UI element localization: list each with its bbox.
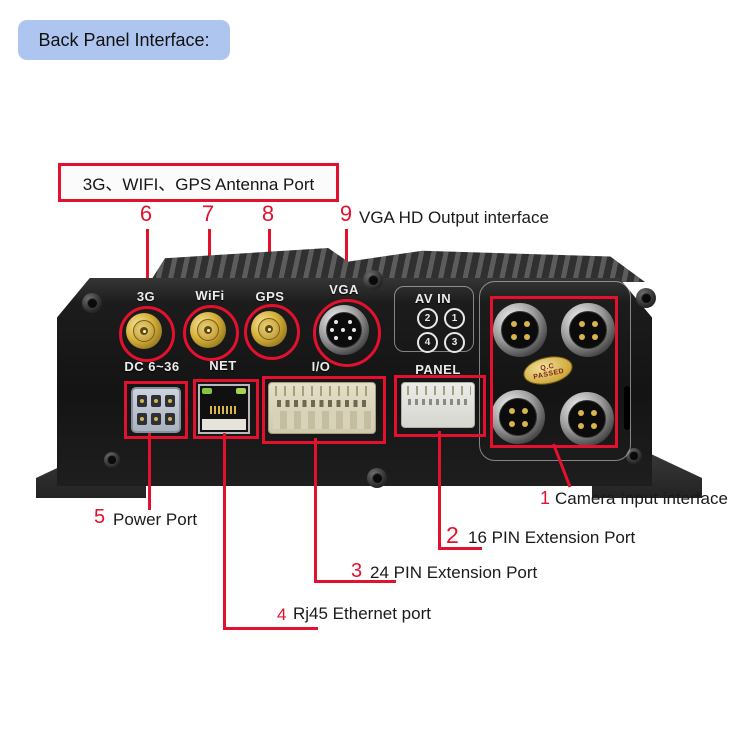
callout-number-6: 6 (139, 201, 153, 226)
vent-slot (624, 386, 630, 430)
extension16-callout-label: 16 PIN Extension Port (468, 528, 636, 547)
bracket-screw-left (104, 452, 120, 468)
callout-rect-io (262, 376, 386, 444)
av-in-channel-2: 2 (417, 308, 438, 329)
av-in-channel-4: 4 (417, 332, 438, 353)
callout-line-6 (146, 229, 149, 317)
rj45-lip (202, 419, 246, 430)
io-connector (268, 382, 376, 434)
callout-elbow-2 (438, 547, 482, 550)
panel-teeth (407, 386, 471, 395)
camera-pin (592, 321, 598, 327)
callout-number-1: 1 (540, 488, 551, 508)
io-ribs (273, 411, 373, 429)
camera-pin (578, 423, 584, 429)
panel-slots (408, 399, 470, 405)
callout-rect-net (193, 379, 259, 439)
ethernet-callout-label: Rj45 Ethernet port (293, 604, 431, 623)
camera-pin (591, 423, 597, 429)
label-av-in: AV IN (414, 291, 452, 306)
camera-pin (592, 334, 598, 340)
label-vga: VGA (329, 282, 359, 297)
power-connector (131, 387, 181, 433)
camera-connector-1 (493, 303, 547, 357)
camera-pin (579, 321, 585, 327)
callout-circle-vga (313, 299, 381, 367)
callout-rect-camera (490, 296, 618, 448)
callout-circle-3g (119, 306, 175, 362)
callout-number-8: 8 (261, 201, 275, 226)
label-net: NET (209, 358, 237, 373)
dc-pin-hole (165, 395, 175, 407)
io-teeth (275, 386, 371, 396)
camera-connector-4 (560, 392, 614, 446)
bracket-screw-right (626, 448, 642, 464)
callout-number-4: 4 (277, 605, 287, 624)
panel-screw-bottom-middle (367, 468, 387, 488)
label-gps: GPS (255, 289, 285, 304)
io-slots (277, 400, 369, 407)
callout-elbow-4 (223, 627, 318, 630)
antenna-port-callout-box: 3G、WIFI、GPS Antenna Port (58, 163, 339, 202)
page-title: Back Panel Interface: (38, 29, 210, 50)
callout-rect-panel (394, 375, 486, 437)
callout-number-9: 9 (339, 201, 353, 226)
camera-pin (511, 334, 517, 340)
callout-number-3: 3 (351, 560, 363, 582)
panel-screw-top-middle (363, 270, 383, 290)
dc-pin-hole (137, 413, 147, 425)
camera-pin (578, 410, 584, 416)
camera-pin (579, 334, 585, 340)
page-title-badge: Back Panel Interface: (18, 20, 230, 60)
camera-connector-2 (561, 303, 615, 357)
camera-pin (509, 408, 515, 414)
av-in-channel-3: 3 (444, 332, 465, 353)
camera-input-callout-label: Camera Input interface (555, 489, 728, 508)
camera-pin (522, 421, 528, 427)
dc-pin-hole (151, 413, 161, 425)
camera-zone (479, 281, 631, 461)
vga-output-callout-label: VGA HD Output interface (359, 208, 549, 227)
panel-screw-top-left (82, 293, 102, 313)
callout-number-7: 7 (201, 201, 215, 226)
rj45-pins (210, 406, 238, 414)
panel-connector (401, 382, 475, 428)
extension24-callout-label: 24 PIN Extension Port (370, 563, 538, 582)
camera-pin (524, 321, 530, 327)
power-callout-label: Power Port (113, 510, 198, 529)
dc-pin-hole (165, 413, 175, 425)
rj45-led-right (236, 388, 246, 394)
rj45-port (198, 384, 250, 434)
antenna-port-callout-label: 3G、WIFI、GPS Antenna Port (82, 175, 315, 194)
panel-screw-top-right (636, 288, 656, 308)
camera-pin (522, 408, 528, 414)
rj45-led-left (202, 388, 212, 394)
dc-pin-hole (151, 395, 161, 407)
camera-pin (524, 334, 530, 340)
camera-connector-3 (491, 390, 545, 444)
callout-rect-power (124, 381, 188, 439)
callout-line-4 (223, 433, 226, 630)
callout-number-5: 5 (94, 506, 106, 528)
av-in-zone (394, 286, 474, 352)
camera-pin (591, 410, 597, 416)
label-wifi: WiFi (195, 288, 225, 303)
label-dc: DC 6~36 (124, 359, 180, 374)
label-panel: PANEL (415, 362, 461, 377)
label-io: I/O (311, 359, 331, 374)
camera-pin (509, 421, 515, 427)
callout-line-5 (148, 433, 151, 510)
dc-pin-hole (137, 395, 147, 407)
callout-circle-wifi (183, 305, 239, 361)
camera-pin (511, 321, 517, 327)
av-in-channel-1: 1 (444, 308, 465, 329)
callout-circle-gps (244, 304, 300, 360)
callout-line-2 (438, 431, 441, 550)
heatsink-fins (150, 248, 645, 282)
callout-elbow-3 (314, 580, 396, 583)
callout-number-2: 2 (446, 522, 459, 548)
callout-line-3 (314, 438, 317, 583)
label-3g: 3G (136, 289, 156, 304)
